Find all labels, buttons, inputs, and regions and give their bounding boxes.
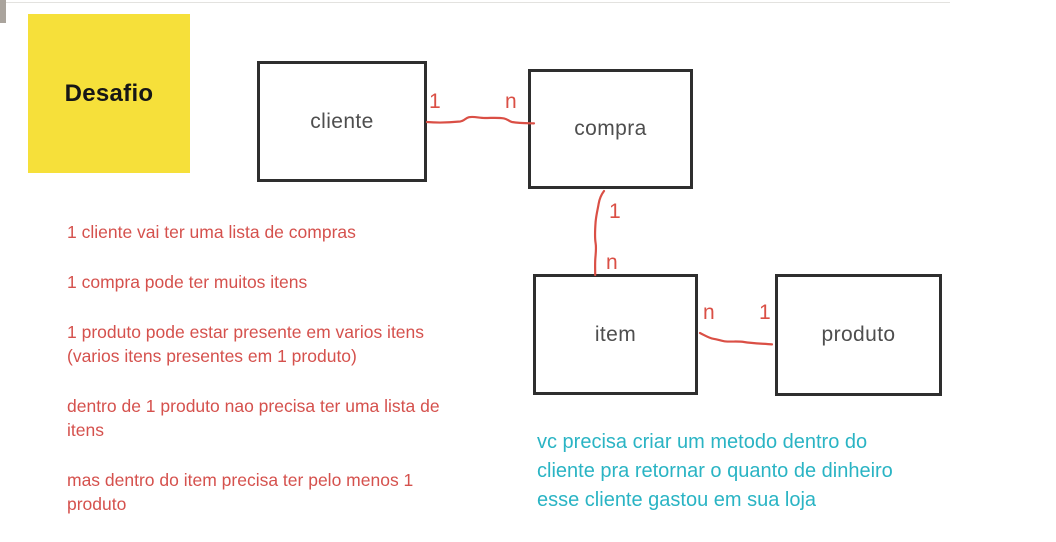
note-line: 1 cliente vai ter uma lista de compras xyxy=(67,222,356,242)
entity-box-cliente: cliente xyxy=(257,61,427,182)
top-divider xyxy=(0,2,950,3)
sticky-note: Desafio xyxy=(28,14,190,173)
red-note-paragraph: 1 produto pode estar presente em varios … xyxy=(67,320,472,368)
entity-box-compra: compra xyxy=(528,69,693,189)
note-line: esse cliente gastou em sua loja xyxy=(537,489,817,511)
entity-label-cliente: cliente xyxy=(310,109,374,133)
entity-label-compra: compra xyxy=(574,117,647,140)
note-line: dentro de 1 produto nao precisa ter uma … xyxy=(67,396,440,416)
scrollbar-fragment xyxy=(0,0,6,23)
cyan-note-block: vc precisa criar um metodo dentro do cli… xyxy=(537,428,957,515)
note-line: itens xyxy=(67,420,104,440)
relation-line-compra-item xyxy=(593,189,606,277)
note-line: cliente pra retornar o quanto de dinheir… xyxy=(537,460,893,482)
cardinality-item-side: n xyxy=(703,301,715,324)
relation-line-item-produto xyxy=(698,331,774,346)
entity-label-produto: produto xyxy=(821,323,896,346)
red-note-paragraph: mas dentro do item precisa ter pelo meno… xyxy=(67,468,472,516)
relation-line-cliente-compra xyxy=(425,115,536,125)
note-line: mas dentro do item precisa ter pelo meno… xyxy=(67,470,414,490)
cardinality-produto-side: 1 xyxy=(759,301,771,324)
note-line: vc precisa criar um metodo dentro do xyxy=(537,431,868,453)
entity-label-item: item xyxy=(594,322,637,346)
note-line: 1 produto pode estar presente em varios … xyxy=(67,322,425,342)
sticky-note-label: Desafio xyxy=(64,79,154,107)
note-line: 1 compra pode ter muitos itens xyxy=(67,272,308,292)
red-note-paragraph: dentro de 1 produto nao precisa ter uma … xyxy=(67,394,472,442)
cardinality-item-top: n xyxy=(606,251,618,274)
entity-box-produto: produto xyxy=(775,274,942,396)
entity-box-item: item xyxy=(533,274,698,395)
cardinality-compra-side: n xyxy=(505,90,517,113)
note-line: produto xyxy=(67,494,127,514)
note-line: (varios itens presentes em 1 produto) xyxy=(67,346,357,366)
cardinality-cliente-side: 1 xyxy=(429,90,441,113)
red-notes-block: 1 cliente vai ter uma lista de compras 1… xyxy=(67,220,472,542)
red-note-paragraph: 1 cliente vai ter uma lista de compras xyxy=(67,220,472,244)
cardinality-compra-bottom: 1 xyxy=(609,200,621,223)
red-note-paragraph: 1 compra pode ter muitos itens xyxy=(67,270,472,294)
